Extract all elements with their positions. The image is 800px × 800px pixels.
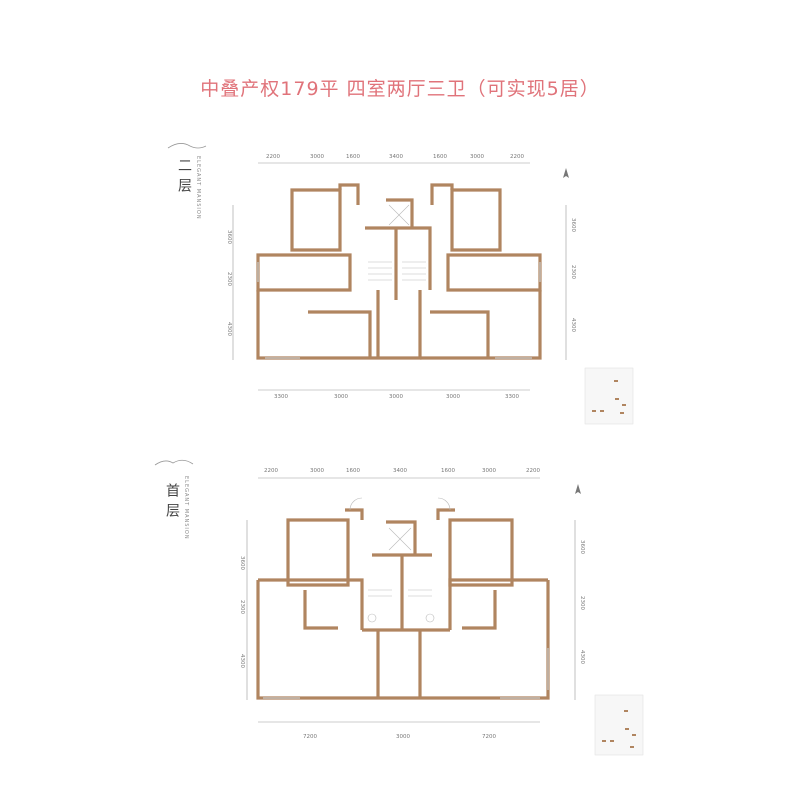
- dim-top-3: 1600: [346, 154, 360, 160]
- dim-top-1: 2200: [266, 154, 280, 160]
- compass-north-icon: [575, 484, 581, 494]
- dim-bottom-4: 3000: [446, 394, 460, 400]
- dim-top-5: 1600: [433, 154, 447, 160]
- dim-top-2: 3000: [310, 468, 324, 474]
- dim-bottom-2: 3000: [396, 734, 410, 740]
- dim-right-2: 2300: [570, 265, 576, 279]
- dim-left-3: 4300: [226, 322, 232, 336]
- dim-top-4: 3400: [389, 154, 403, 160]
- dim-top-6: 3000: [482, 468, 496, 474]
- dim-top-6: 3000: [470, 154, 484, 160]
- dim-top-3: 1600: [346, 468, 360, 474]
- brand-text-upper: ELEGANT MANSION: [195, 156, 201, 220]
- brand-text-ground: ELEGANT MANSION: [183, 476, 189, 540]
- dim-left-3: 4300: [239, 654, 245, 668]
- dim-top-1: 2200: [264, 468, 278, 474]
- key-plan-thumbnail-icon: [594, 694, 644, 756]
- dim-right-2: 2300: [579, 596, 585, 610]
- dim-right-1: 3600: [579, 540, 585, 554]
- dim-bottom-3: 7200: [482, 734, 496, 740]
- dim-bottom-2: 3000: [334, 394, 348, 400]
- page-title: 中叠产权179平 四室两厅三卫（可实现5居）: [200, 78, 600, 100]
- dim-left-1: 3600: [226, 230, 232, 244]
- dim-bottom-1: 7200: [303, 734, 317, 740]
- ground-floor-plan: 2200 3000 1600 3400 1600 3000 2200 7200 …: [239, 468, 585, 740]
- upper-floor-plan: 2200 3000 1600 3400 1600 3000 2200 3300 …: [226, 154, 576, 400]
- dim-bottom-3: 3000: [389, 394, 403, 400]
- floor-label-ground: 首层: [164, 483, 180, 523]
- mountain-ornament-icon: [167, 143, 207, 149]
- dim-right-3: 4300: [579, 650, 585, 664]
- floor-label-upper: 二层: [176, 158, 192, 198]
- dim-top-2: 3000: [310, 154, 324, 160]
- dim-left-2: 2300: [239, 600, 245, 614]
- dim-top-5: 1600: [441, 468, 455, 474]
- dim-left-1: 3600: [239, 556, 245, 570]
- dim-bottom-1: 3300: [274, 394, 288, 400]
- dim-right-3: 4300: [570, 318, 576, 332]
- key-plan-thumbnail-icon: [584, 367, 634, 425]
- compass-north-icon: [563, 168, 569, 178]
- dim-right-1: 3600: [570, 218, 576, 232]
- dim-left-2: 2300: [226, 272, 232, 286]
- dim-top-7: 2200: [510, 154, 524, 160]
- dim-top-4: 3400: [393, 468, 407, 474]
- dim-top-7: 2200: [526, 468, 540, 474]
- mountain-ornament-icon: [154, 459, 194, 466]
- dim-bottom-5: 3300: [505, 394, 519, 400]
